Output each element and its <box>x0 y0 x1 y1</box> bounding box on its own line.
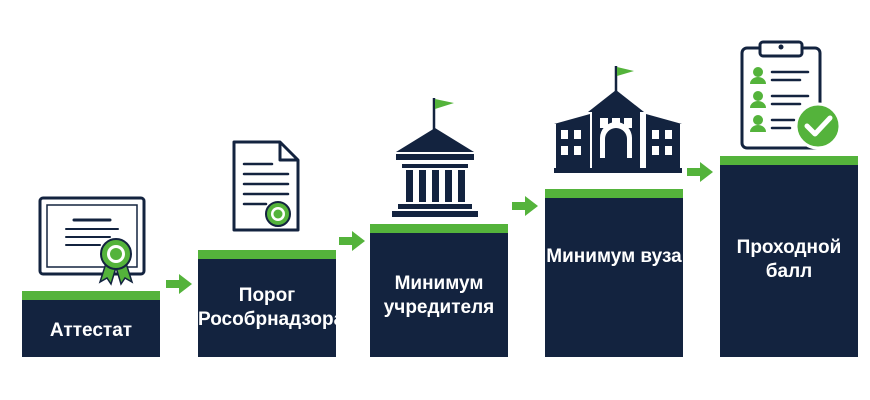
step-block-porog: Порог Рособрнадзора <box>198 250 345 357</box>
green-bar <box>545 189 683 198</box>
step-label: Порог Рособрнадзора <box>198 285 345 330</box>
green-bar <box>720 156 858 165</box>
arrow-right-icon <box>687 162 713 182</box>
document-icon <box>232 140 300 232</box>
arrow-right-icon <box>166 274 192 294</box>
arrow-right-icon <box>339 231 365 251</box>
ministry-building-icon <box>392 98 478 217</box>
university-icon <box>554 66 682 173</box>
arrow-right-icon <box>512 196 538 216</box>
step-block-uchreditel: Минимум учредителя <box>370 224 508 357</box>
certificate-icon <box>38 196 146 286</box>
step-label: Минимум вуза <box>546 246 682 267</box>
green-bar <box>198 250 336 259</box>
step-label: Аттестат <box>49 320 133 341</box>
green-bar <box>370 224 508 233</box>
step-block-vuz: Минимум вуза <box>545 189 683 357</box>
step-label: Проходной балл <box>736 237 842 282</box>
step-label: Минимум учредителя <box>383 273 495 318</box>
checklist-icon <box>740 40 842 150</box>
green-bar <box>22 291 160 300</box>
step-block-prokhodnoy: Проходной балл <box>720 156 858 357</box>
step-block-attestat: Аттестат <box>22 291 160 357</box>
